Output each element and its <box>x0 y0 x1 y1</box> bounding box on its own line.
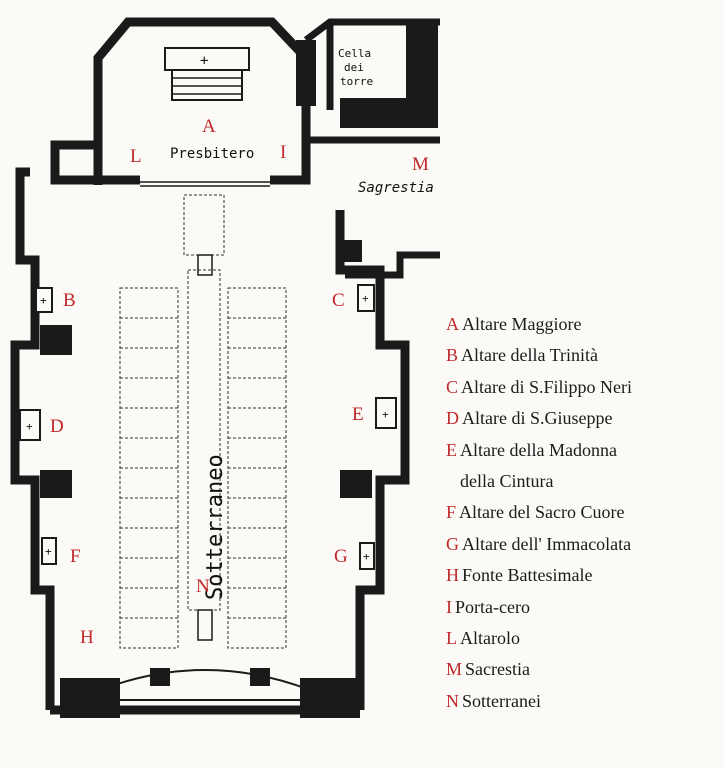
legend-text: Altarolo <box>460 627 520 648</box>
letter-L: L <box>130 146 142 167</box>
legend-text: Altare Maggiore <box>462 314 582 334</box>
legend-text: Altare della Madonna <box>460 439 617 460</box>
legend-key: B <box>446 345 459 366</box>
legend-text: Porta-cero <box>455 596 530 617</box>
side-altars <box>19 284 397 570</box>
cella-label-1: Cella <box>338 47 371 60</box>
cella-label-3: torre <box>340 75 373 88</box>
legend-key: A <box>446 314 459 334</box>
svg-text:+: + <box>40 294 47 307</box>
letter-H: H <box>80 627 94 648</box>
legend-text: della Cintura <box>460 470 554 491</box>
legend-key: E <box>446 439 457 460</box>
letter-D: D <box>50 416 64 437</box>
presbytery-steps <box>140 181 270 187</box>
presbitero-label: Presbitero <box>170 146 254 162</box>
church-floor-plan: + + + + + + + <box>10 17 440 718</box>
legend-key: L <box>446 627 457 648</box>
svg-text:+: + <box>200 53 208 69</box>
svg-text:+: + <box>26 420 33 433</box>
legend-text: Fonte Battesimale <box>462 565 593 586</box>
legend-key: C <box>446 376 459 397</box>
letter-B: B <box>63 290 76 311</box>
letter-G: G <box>334 546 348 567</box>
letter-A: A <box>202 116 216 137</box>
letter-E: E <box>352 404 364 425</box>
high-altar: + <box>164 47 250 101</box>
cella-label-2: dei <box>344 61 364 74</box>
tower-sacristy-walls <box>303 18 440 279</box>
letter-C: C <box>332 290 345 311</box>
legend-key: M <box>446 659 463 680</box>
tower-pillar <box>296 40 316 106</box>
legend-key: G <box>446 533 459 554</box>
legend-key: F <box>446 502 457 523</box>
svg-text:+: + <box>362 292 369 305</box>
legend-text: Altare del Sacro Cuore <box>459 502 625 523</box>
crypt-steps <box>197 254 213 641</box>
altar-crosses: + + + + + + <box>26 292 389 563</box>
legend-text: Altare di S.Filippo Neri <box>461 376 632 397</box>
tower-solid-wall <box>406 24 438 128</box>
tower-solid-wall-2 <box>340 98 406 128</box>
wall-masses <box>40 240 372 718</box>
legend-key: I <box>446 596 452 617</box>
legend-text: Sotterranei <box>462 690 541 711</box>
legend-text: Sacrestia <box>465 659 530 680</box>
sagrestia-label: Sagrestia <box>358 180 434 196</box>
legend-text: Altare dell' Immacolata <box>462 533 632 554</box>
entrance-facade <box>99 669 311 701</box>
legend-row-e-cont: della Cintura <box>446 469 716 500</box>
svg-text:+: + <box>45 545 52 558</box>
legend-key: H <box>446 565 459 586</box>
letter-I: I <box>280 142 286 163</box>
svg-text:+: + <box>363 550 370 563</box>
sotterraneo-label: Sotterraneo <box>203 454 228 600</box>
legend-text: Altare della Trinità <box>461 345 598 366</box>
legend-text: Altare di S.Giuseppe <box>462 408 613 429</box>
legend-key: D <box>446 408 459 429</box>
letter-F: F <box>70 546 81 567</box>
letter-N: N <box>196 576 210 597</box>
svg-text:+: + <box>382 408 389 421</box>
legend-key: N <box>446 690 459 711</box>
letter-M: M <box>412 154 429 175</box>
